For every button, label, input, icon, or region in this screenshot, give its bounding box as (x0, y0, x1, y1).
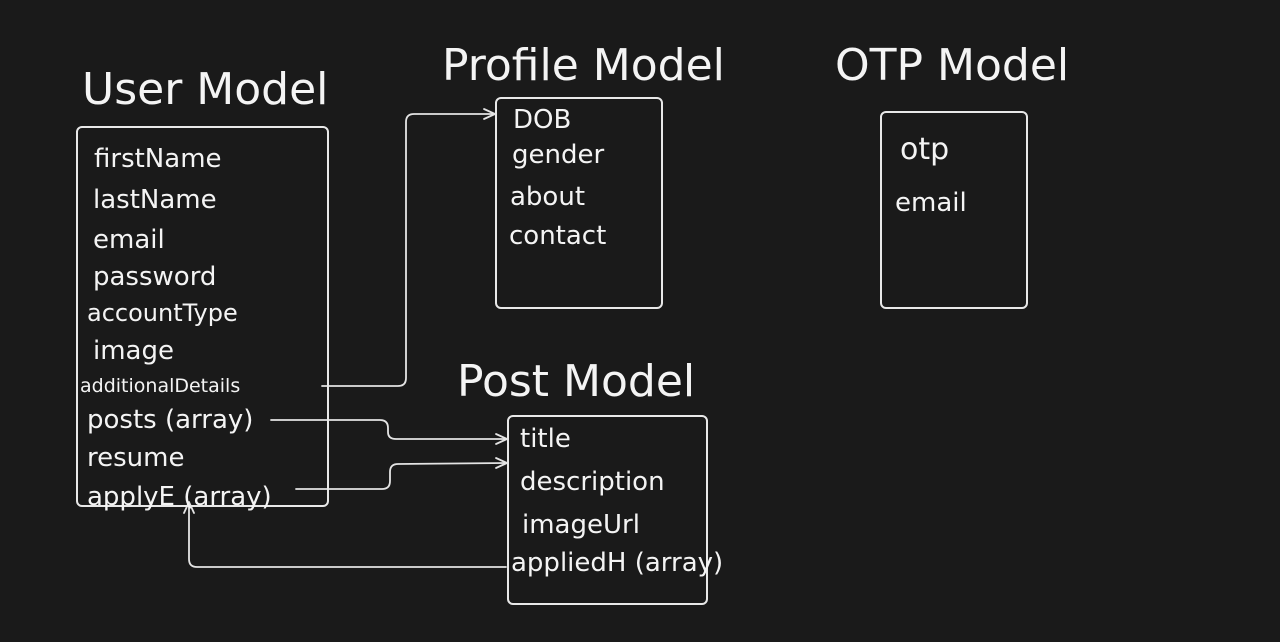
post-field-imageurl: imageUrl (522, 510, 640, 540)
profile-field-dob: DOB (513, 105, 572, 135)
user-field-additionaldetails: additionalDetails (80, 375, 241, 397)
arrowhead-post-2 (495, 457, 508, 469)
profile-field-contact: contact (509, 221, 607, 251)
post-model-box (507, 415, 708, 605)
user-field-accounttype: accountType (87, 299, 238, 327)
profile-model-box (495, 97, 663, 309)
profile-field-about: about (510, 182, 586, 212)
otp-field-otp: otp (900, 132, 950, 167)
user-field-firstname: firstName (94, 144, 222, 174)
user-field-posts: posts (array) (87, 405, 254, 435)
arrowhead-profile (483, 108, 496, 120)
otp-field-email: email (895, 188, 967, 218)
user-field-password: password (93, 262, 217, 292)
arrow-appliedH-to-user (188, 503, 507, 568)
user-field-email: email (93, 225, 165, 255)
profile-field-gender: gender (512, 140, 605, 170)
post-field-title: title (520, 424, 571, 454)
profile-model-title: Profile Model (442, 40, 725, 91)
user-field-resume: resume (87, 443, 185, 473)
user-model-title: User Model (82, 64, 329, 115)
post-model-title: Post Model (457, 356, 696, 407)
post-field-description: description (520, 467, 665, 497)
user-field-lastname: lastName (93, 185, 217, 215)
otp-model-box (880, 111, 1028, 309)
arrowhead-post-1 (495, 433, 508, 445)
arrow-additionalDetails-to-profile (321, 113, 495, 387)
post-field-appliedh: appliedH (array) (511, 548, 724, 578)
otp-model-title: OTP Model (835, 40, 1070, 91)
user-field-applye: applyE (array) (87, 482, 272, 512)
user-model-box (76, 126, 329, 507)
user-field-image: image (93, 336, 174, 366)
